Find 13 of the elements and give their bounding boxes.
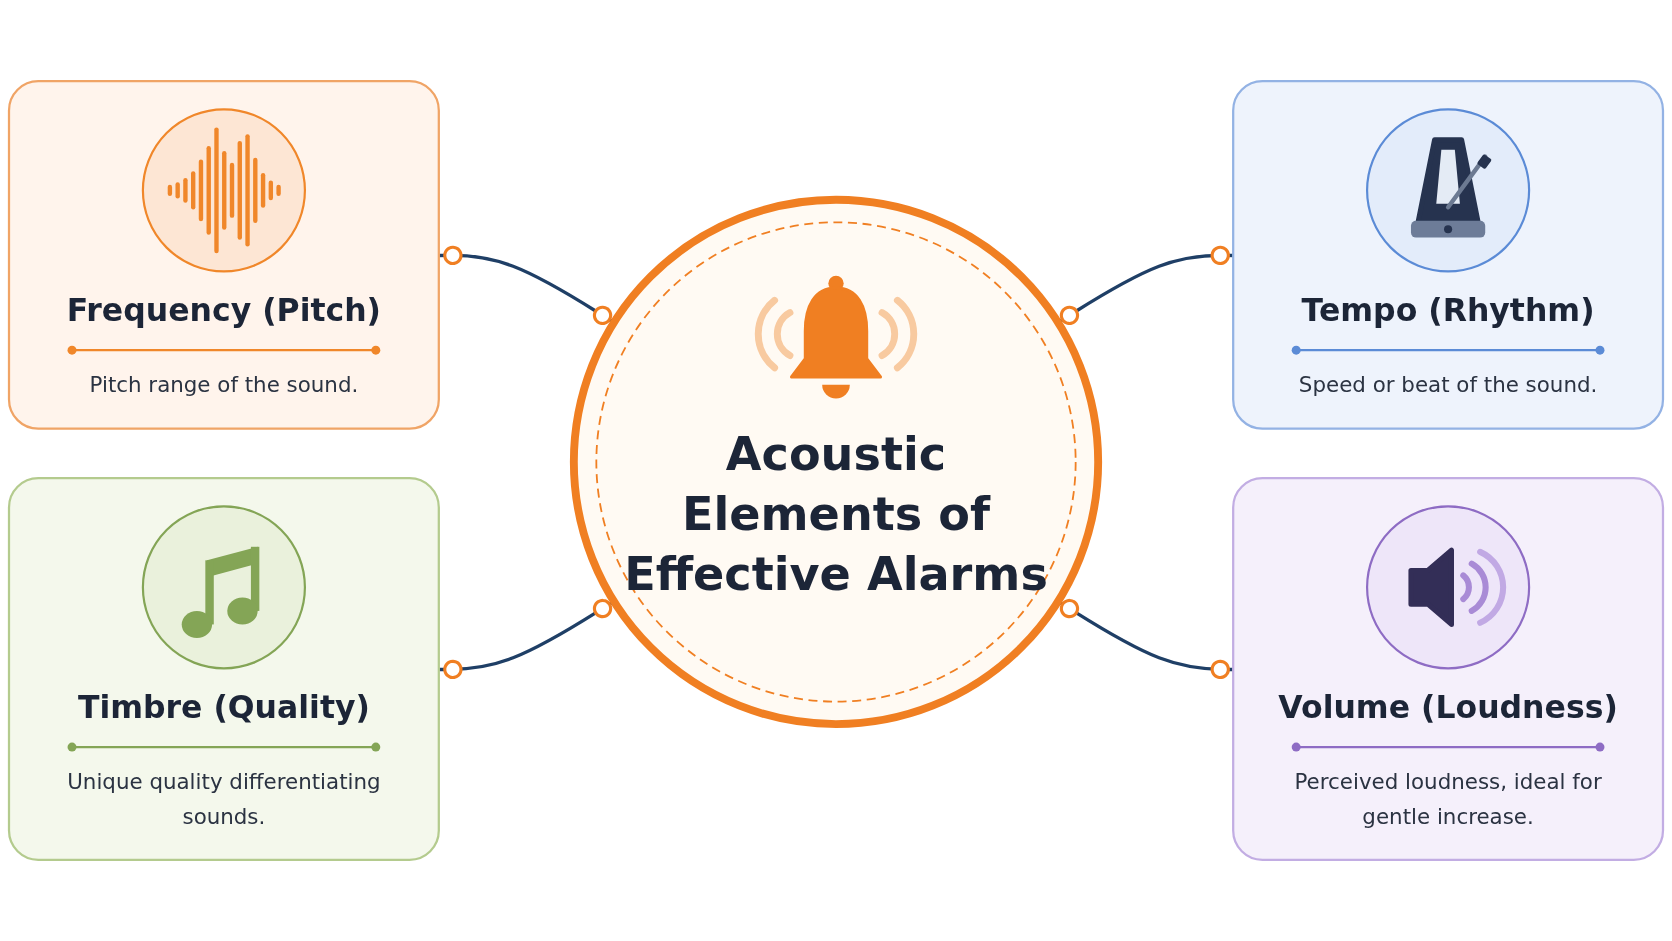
card-heading: Volume (Loudness) <box>1278 687 1618 728</box>
card-heading: Tempo (Rhythm) <box>1301 290 1595 331</box>
connector-line <box>1057 245 1234 325</box>
hub-title: Acoustic Elements of Effective Alarms <box>623 426 1049 604</box>
connector-line <box>439 245 615 325</box>
card-heading: Timbre (Quality) <box>77 687 370 728</box>
card-description: Speed or beat of the sound. <box>1297 370 1599 399</box>
card-description: Perceived loudness, ideal for gentle increase. <box>1293 767 1603 830</box>
card-description: Pitch range of the sound. <box>88 370 360 399</box>
card-heading: Frequency (Pitch) <box>66 290 381 331</box>
connector-line <box>439 598 615 680</box>
connector-line <box>1057 598 1234 680</box>
card-description: Unique quality differentiating sounds. <box>66 767 382 830</box>
